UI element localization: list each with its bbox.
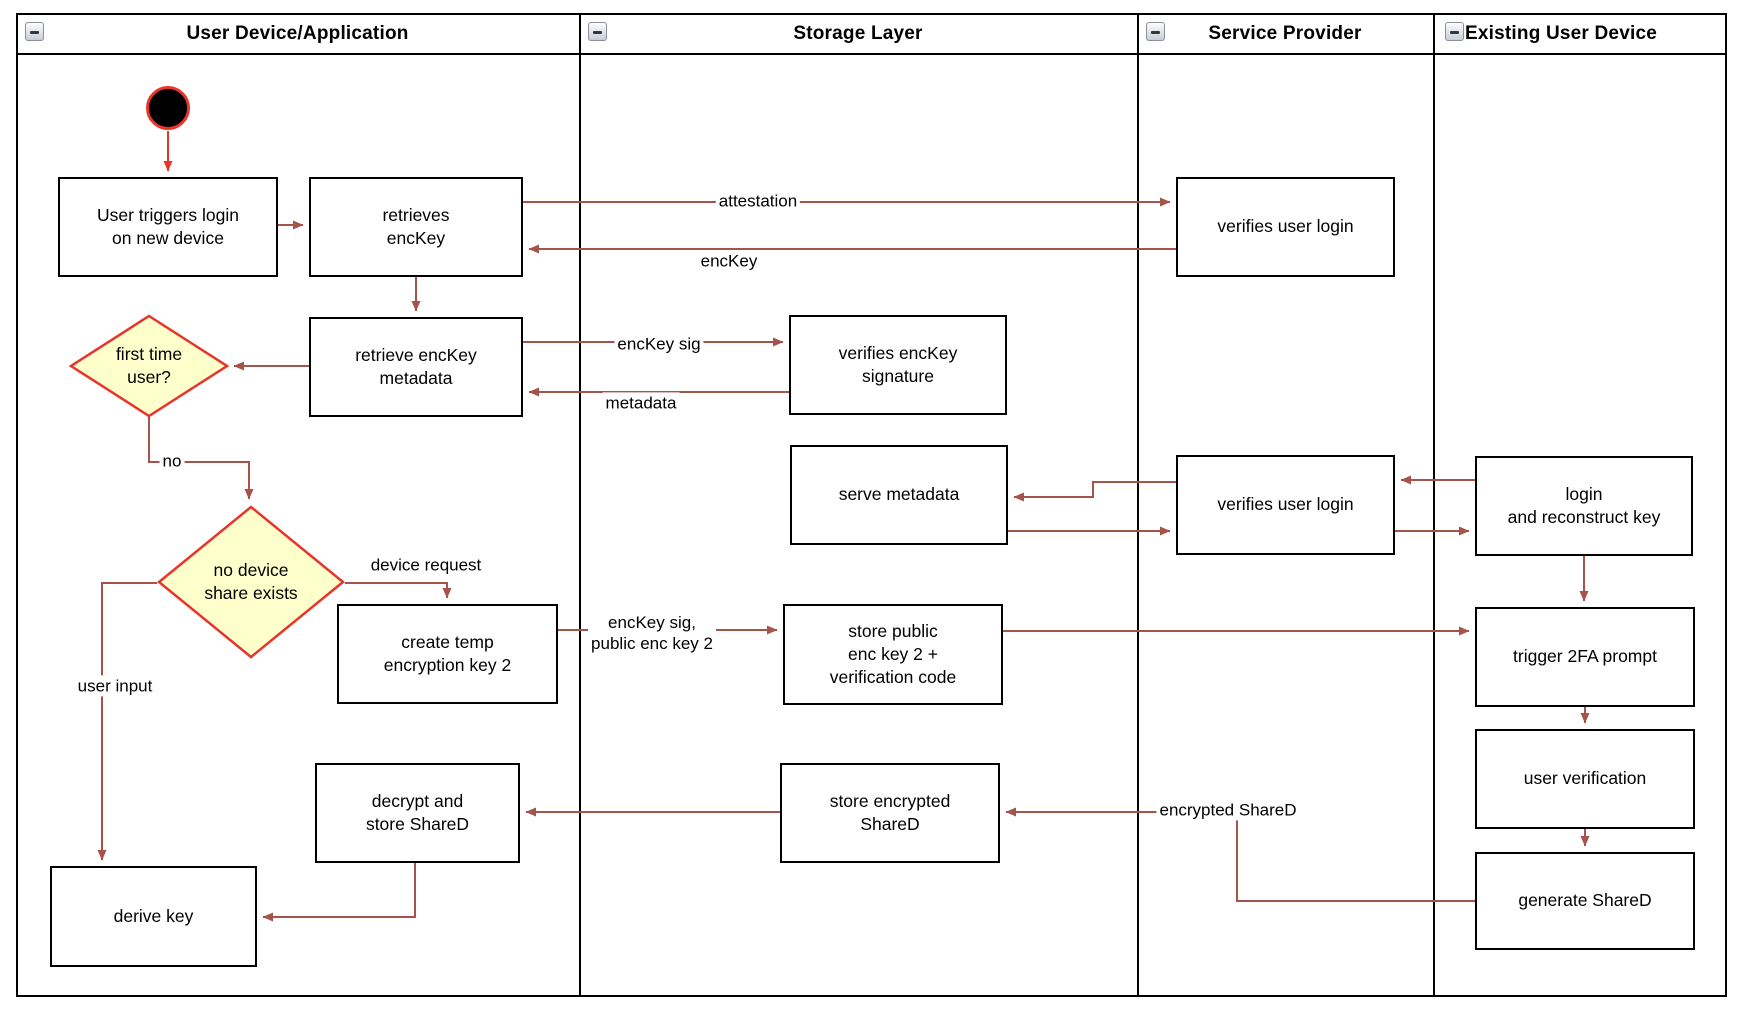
activity-derive-key[interactable]: derive key [50,866,257,967]
lane-title: Existing User Device [1465,22,1657,44]
lane-title: User Device/Application [186,22,409,44]
diamond-shape [157,505,345,659]
diamond-shape [69,314,229,418]
activity-verifies-enckey-signature[interactable]: verifies encKey signature [789,315,1007,415]
activity-trigger-2fa-prompt[interactable]: trigger 2FA prompt [1475,607,1695,707]
lane-header-existing-user-device[interactable]: Existing User Device [1433,13,1727,54]
activity-decrypt-and-store-shared[interactable]: decrypt and store ShareD [315,763,520,863]
decision-no-device-share[interactable]: no device share exists [157,505,345,659]
lane-header-user-device[interactable]: User Device/Application [16,13,579,54]
lane-header-service-provider[interactable]: Service Provider [1137,13,1433,54]
activity-store-encrypted-shared[interactable]: store encrypted ShareD [780,763,1000,863]
activity-login-and-reconstruct-key[interactable]: login and reconstruct key [1475,456,1693,556]
activity-create-temp-encryption-key[interactable]: create temp encryption key 2 [337,604,558,704]
lane-header-storage-layer[interactable]: Storage Layer [579,13,1137,54]
activity-retrieve-enckey-metadata[interactable]: retrieve encKey metadata [309,317,523,417]
edge-label-enckey: encKey [697,250,761,272]
collapse-icon[interactable] [25,22,44,41]
decision-first-time-user[interactable]: first time user? [69,314,229,418]
initial-state-node[interactable] [146,86,190,130]
edge-label-enckey-sig: encKey sig [614,333,704,355]
collapse-icon[interactable] [1146,22,1165,41]
lane-title: Service Provider [1208,22,1362,44]
collapse-icon[interactable] [588,22,607,41]
decision-label: no device share exists [204,560,298,603]
activity-store-public-enc-key[interactable]: store public enc key 2 + verification co… [783,604,1003,705]
edge-label-user-input: user input [74,675,156,697]
activity-user-triggers-login[interactable]: User triggers login on new device [58,177,278,277]
activity-generate-shared[interactable]: generate ShareD [1475,852,1695,950]
collapse-icon[interactable] [1445,22,1464,41]
edge-label-encrypted-shared: encrypted ShareD [1156,799,1300,821]
lane-separator-2 [1137,13,1139,997]
edge-label-metadata: metadata [602,392,680,414]
edge-label-attestation: attestation [715,190,801,212]
lane-separator-1 [579,13,581,997]
edge-label-device-request: device request [367,554,485,576]
lane-title: Storage Layer [793,22,923,44]
activity-serve-metadata[interactable]: serve metadata [790,445,1008,545]
activity-verifies-user-login-top[interactable]: verifies user login [1176,177,1395,277]
lane-separator-3 [1433,13,1435,997]
lane-header-divider [16,53,1727,55]
edge-label-no: no [159,450,185,472]
decision-label: first time user? [115,344,183,387]
edge-label-enckey-sig-public: encKey sig, public enc key 2 [588,611,716,655]
activity-verifies-user-login-mid[interactable]: verifies user login [1176,455,1395,555]
activity-retrieves-enckey[interactable]: retrieves encKey [309,177,523,277]
activity-user-verification[interactable]: user verification [1475,729,1695,829]
